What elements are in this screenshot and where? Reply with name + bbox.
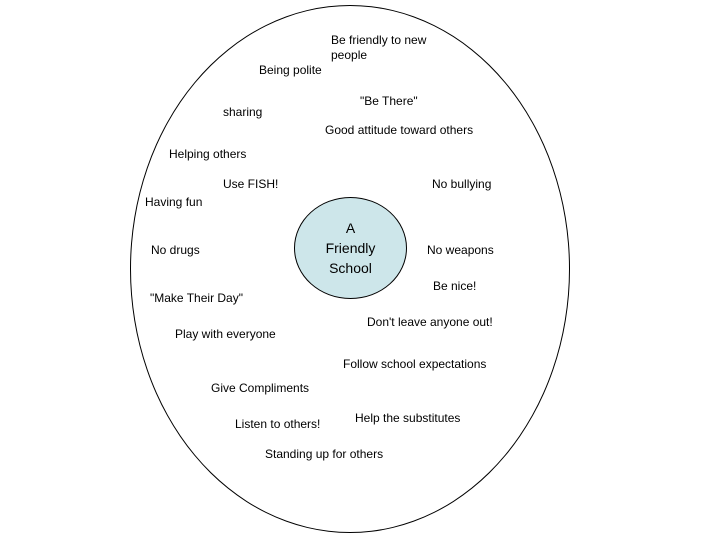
item-help-substitutes: Help the substitutes	[355, 411, 461, 425]
item-be-there: "Be There"	[360, 94, 418, 108]
item-follow-expectations: Follow school expectations	[343, 357, 487, 371]
item-good-attitude: Good attitude toward others	[325, 123, 474, 137]
center-circle: A Friendly School	[294, 197, 407, 299]
item-no-weapons: No weapons	[427, 243, 494, 257]
item-dont-leave: Don't leave anyone out!	[367, 315, 493, 329]
item-play-with-everyone: Play with everyone	[175, 327, 276, 341]
item-listen-to-others: Listen to others!	[235, 417, 321, 431]
item-no-drugs: No drugs	[151, 243, 200, 257]
item-use-fish: Use FISH!	[223, 177, 279, 191]
item-be-friendly: Be friendly to new people	[331, 33, 427, 62]
outer-circle	[130, 5, 570, 533]
item-give-compliments: Give Compliments	[211, 381, 310, 395]
item-helping-others: Helping others	[169, 147, 247, 161]
item-having-fun: Having fun	[145, 195, 203, 209]
item-be-nice: Be nice!	[433, 279, 477, 293]
center-label: A Friendly School	[325, 220, 376, 276]
item-being-polite: Being polite	[259, 63, 322, 77]
item-no-bullying: No bullying	[432, 177, 492, 191]
item-sharing: sharing	[223, 105, 263, 119]
item-standing-up: Standing up for others	[265, 447, 384, 461]
item-make-their-day: "Make Their Day"	[150, 291, 243, 305]
